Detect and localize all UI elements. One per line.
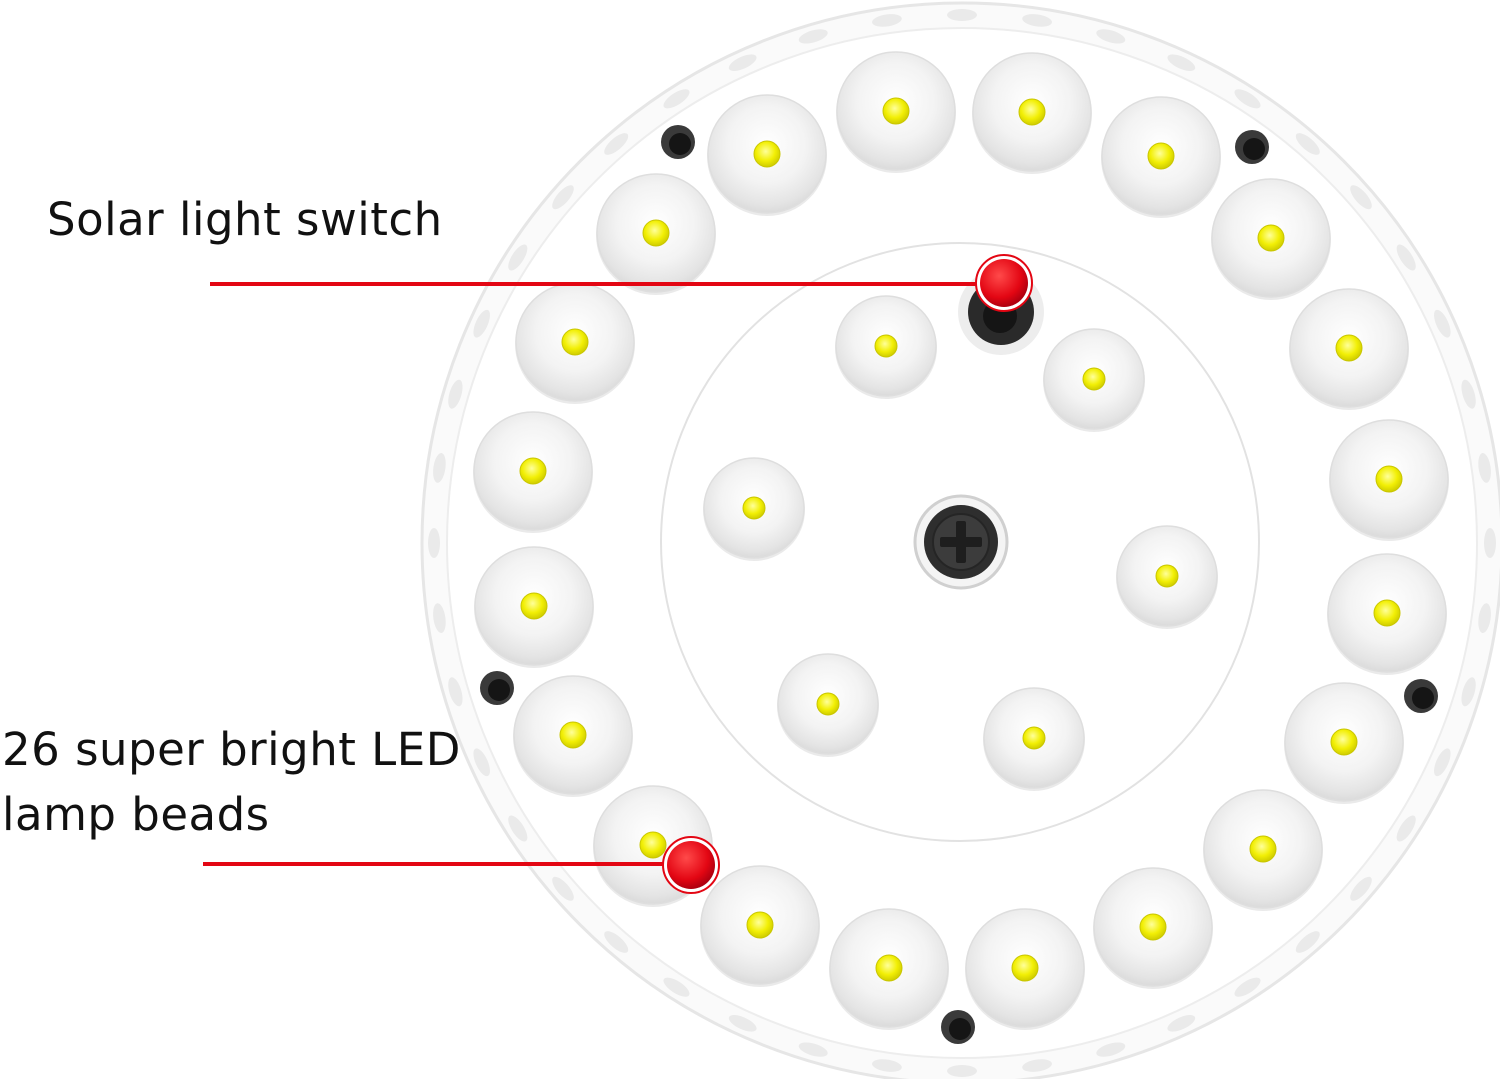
rim-notch bbox=[448, 677, 463, 707]
outer-led-bead bbox=[473, 411, 593, 533]
rim-notch bbox=[473, 309, 490, 338]
outer-led-bead bbox=[474, 546, 594, 668]
rim-notch bbox=[1234, 977, 1261, 997]
outer-bead-ring bbox=[473, 51, 1449, 1030]
rim-notch bbox=[1167, 54, 1196, 71]
rim-notch bbox=[604, 931, 629, 953]
rim-notch bbox=[1478, 603, 1491, 633]
mounting-hole bbox=[1235, 130, 1269, 164]
rim-notch bbox=[508, 244, 528, 271]
rim-notch bbox=[947, 9, 977, 21]
rim-notches bbox=[428, 9, 1496, 1077]
rim-notch bbox=[798, 29, 828, 44]
outer-led-bead bbox=[829, 908, 949, 1030]
rim-notch bbox=[1461, 379, 1476, 409]
rim-notch bbox=[1434, 748, 1451, 777]
rim-notch bbox=[1022, 14, 1052, 27]
rim-notch bbox=[1396, 244, 1416, 271]
mounting-hole bbox=[480, 671, 514, 705]
rim-notch bbox=[433, 603, 446, 633]
rim-notch bbox=[1167, 1015, 1196, 1032]
led-beads-label: 26 super bright LED lamp beads bbox=[2, 717, 461, 848]
rim-notch bbox=[1461, 677, 1476, 707]
rim-notch bbox=[1295, 133, 1320, 155]
outer-led-bead bbox=[596, 173, 716, 295]
rim-notch bbox=[433, 453, 446, 483]
outer-led-bead bbox=[1203, 789, 1323, 911]
outer-led-bead bbox=[707, 94, 827, 216]
rim-notch bbox=[728, 1015, 757, 1032]
rim-notch bbox=[1396, 815, 1416, 842]
rim-notch bbox=[1434, 309, 1451, 338]
inner-led-bead bbox=[1116, 525, 1218, 629]
rim-notch bbox=[1484, 528, 1496, 558]
outer-led-bead bbox=[515, 282, 635, 404]
mounting-hole bbox=[1404, 679, 1438, 713]
rim-notch bbox=[1295, 931, 1320, 953]
outer-led-bead bbox=[1327, 553, 1447, 675]
rim-notch bbox=[1350, 185, 1372, 210]
beads-callout-marker bbox=[662, 836, 720, 894]
outer-led-bead bbox=[1289, 288, 1409, 410]
rim-notch bbox=[552, 185, 574, 210]
led-beads-label-line1: 26 super bright LED bbox=[2, 723, 461, 776]
outer-led-bead bbox=[1101, 96, 1221, 218]
outer-led-bead bbox=[1093, 867, 1213, 989]
inner-bead-cluster bbox=[703, 295, 1218, 791]
inner-led-bead bbox=[835, 295, 937, 399]
switch-callout-marker bbox=[975, 254, 1033, 312]
outer-led-bead bbox=[1329, 419, 1449, 541]
rim-notch bbox=[473, 748, 490, 777]
rim-notch bbox=[872, 1059, 902, 1072]
inner-led-bead bbox=[1043, 328, 1145, 432]
outer-led-bead bbox=[1211, 178, 1331, 300]
outer-led-bead bbox=[965, 908, 1085, 1030]
mounting-holes bbox=[480, 125, 1438, 1044]
rim-notch bbox=[448, 379, 463, 409]
rim-notch bbox=[1350, 876, 1372, 901]
rim-notch bbox=[728, 54, 757, 71]
inner-led-bead bbox=[777, 653, 879, 757]
outer-led-bead bbox=[513, 675, 633, 797]
outer-led-bead bbox=[836, 51, 956, 173]
led-beads-label-line2: lamp beads bbox=[2, 788, 270, 842]
rim-notch bbox=[1096, 29, 1126, 44]
outer-led-bead bbox=[1284, 682, 1404, 804]
solar-light-switch-label: Solar light switch bbox=[47, 193, 443, 246]
rim-notch bbox=[428, 528, 440, 558]
rim-notch bbox=[947, 1065, 977, 1077]
rim-notch bbox=[552, 876, 574, 901]
rim-notch bbox=[663, 977, 690, 997]
mounting-hole bbox=[941, 1010, 975, 1044]
outer-led-bead bbox=[972, 52, 1092, 174]
rim-notch bbox=[872, 14, 902, 27]
rim-notch bbox=[1096, 1042, 1126, 1057]
rim-notch bbox=[1234, 89, 1261, 109]
rim-notch bbox=[663, 89, 690, 109]
rim-notch bbox=[1478, 453, 1491, 483]
rim-notch bbox=[604, 133, 629, 155]
center-screw bbox=[913, 494, 1009, 590]
inner-led-bead bbox=[983, 687, 1085, 791]
rim-notch bbox=[508, 815, 528, 842]
outer-led-bead bbox=[700, 865, 820, 987]
inner-led-bead bbox=[703, 457, 805, 561]
rim-notch bbox=[798, 1042, 828, 1057]
rim-notch bbox=[1022, 1059, 1052, 1072]
mounting-hole bbox=[661, 125, 695, 159]
